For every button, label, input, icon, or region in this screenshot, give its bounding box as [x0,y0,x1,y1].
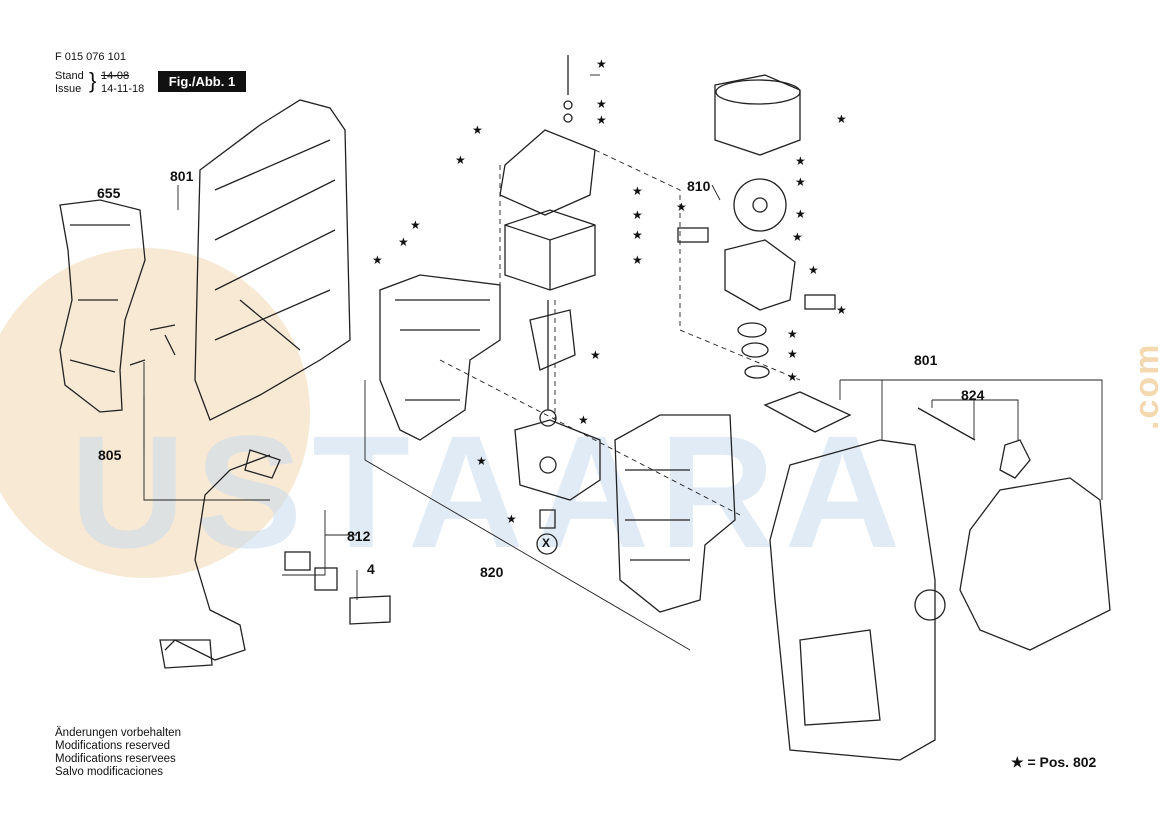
star-marker: ★ [596,97,607,111]
fan [733,178,787,232]
star-marker: ★ [590,348,601,362]
armature [529,309,576,371]
callout-801-rear: 801 [170,168,194,184]
star-marker: ★ [795,207,806,221]
stand-label: Stand [55,70,84,82]
motor-housing [379,274,501,441]
star-marker: ★ [410,218,421,232]
star-marker: ★ [792,230,803,244]
note-en: Modifications reserved [55,740,171,752]
power-cable [164,454,271,661]
note-fr: Modifications reservees [55,753,176,765]
callout-824: 824 [961,387,985,403]
star-marker: ★ [596,57,607,71]
front-cover [769,439,936,761]
star-legend: ★ = Pos. 802 [1011,754,1097,770]
star-marker: ★ [787,370,798,384]
issue-label: Issue [55,83,82,95]
star-marker: ★ [787,327,798,341]
fan-shroud [714,74,801,156]
figure-label: Fig./Abb. 1 [158,71,246,92]
star-marker: ★ [632,208,643,222]
star-marker: ★ [808,263,819,277]
side-cover [959,477,1111,651]
modification-notes: Änderungen vorbehalten Modifications res… [55,727,181,779]
star-marker: ★ [472,123,483,137]
star-marker: ★ [578,413,589,427]
star-marker: ★ [836,112,847,126]
handle-part [59,199,146,413]
callout-805: 805 [98,447,122,463]
old-date: 14-08 [101,70,130,82]
callout-801-front: 801 [914,352,938,368]
callout-x: X [542,536,551,550]
watermark-logo-circle [0,248,310,578]
star-marker: ★ [506,512,517,526]
callout-4: 4 [367,561,375,577]
callout-812: 812 [347,528,371,544]
fan-bracket [724,239,796,311]
x-marker-circle [536,533,558,555]
issue-date: 14-11-18 [101,83,145,95]
star-marker: ★ [836,303,847,317]
star-marker: ★ [676,200,687,214]
callout-820: 820 [480,564,504,580]
switch [349,595,391,625]
star-marker: ★ [795,175,806,189]
star-marker: ★ [632,184,643,198]
note-de: Änderungen vorbehalten [55,727,181,739]
callout-810: 810 [687,178,711,194]
note-es: Salvo modificaciones [55,766,164,778]
star-marker: ★ [398,235,409,249]
star-marker: ★ [632,253,643,267]
filter-plate [763,391,852,433]
star-marker: ★ [455,153,466,167]
pump-body [614,414,736,613]
brush-plate [499,129,596,216]
star-marker: ★ [372,253,383,267]
brace-icon: } [89,68,97,93]
star-marker: ★ [795,154,806,168]
gear-housing [514,419,601,501]
star-marker: ★ [632,228,643,242]
star-marker: ★ [787,347,798,361]
star-marker: ★ [596,113,607,127]
rear-housing [194,99,351,421]
callout-655: 655 [97,185,121,201]
stator [504,209,596,291]
document-number: F 015 076 101 [55,51,126,63]
star-marker: ★ [476,454,487,468]
